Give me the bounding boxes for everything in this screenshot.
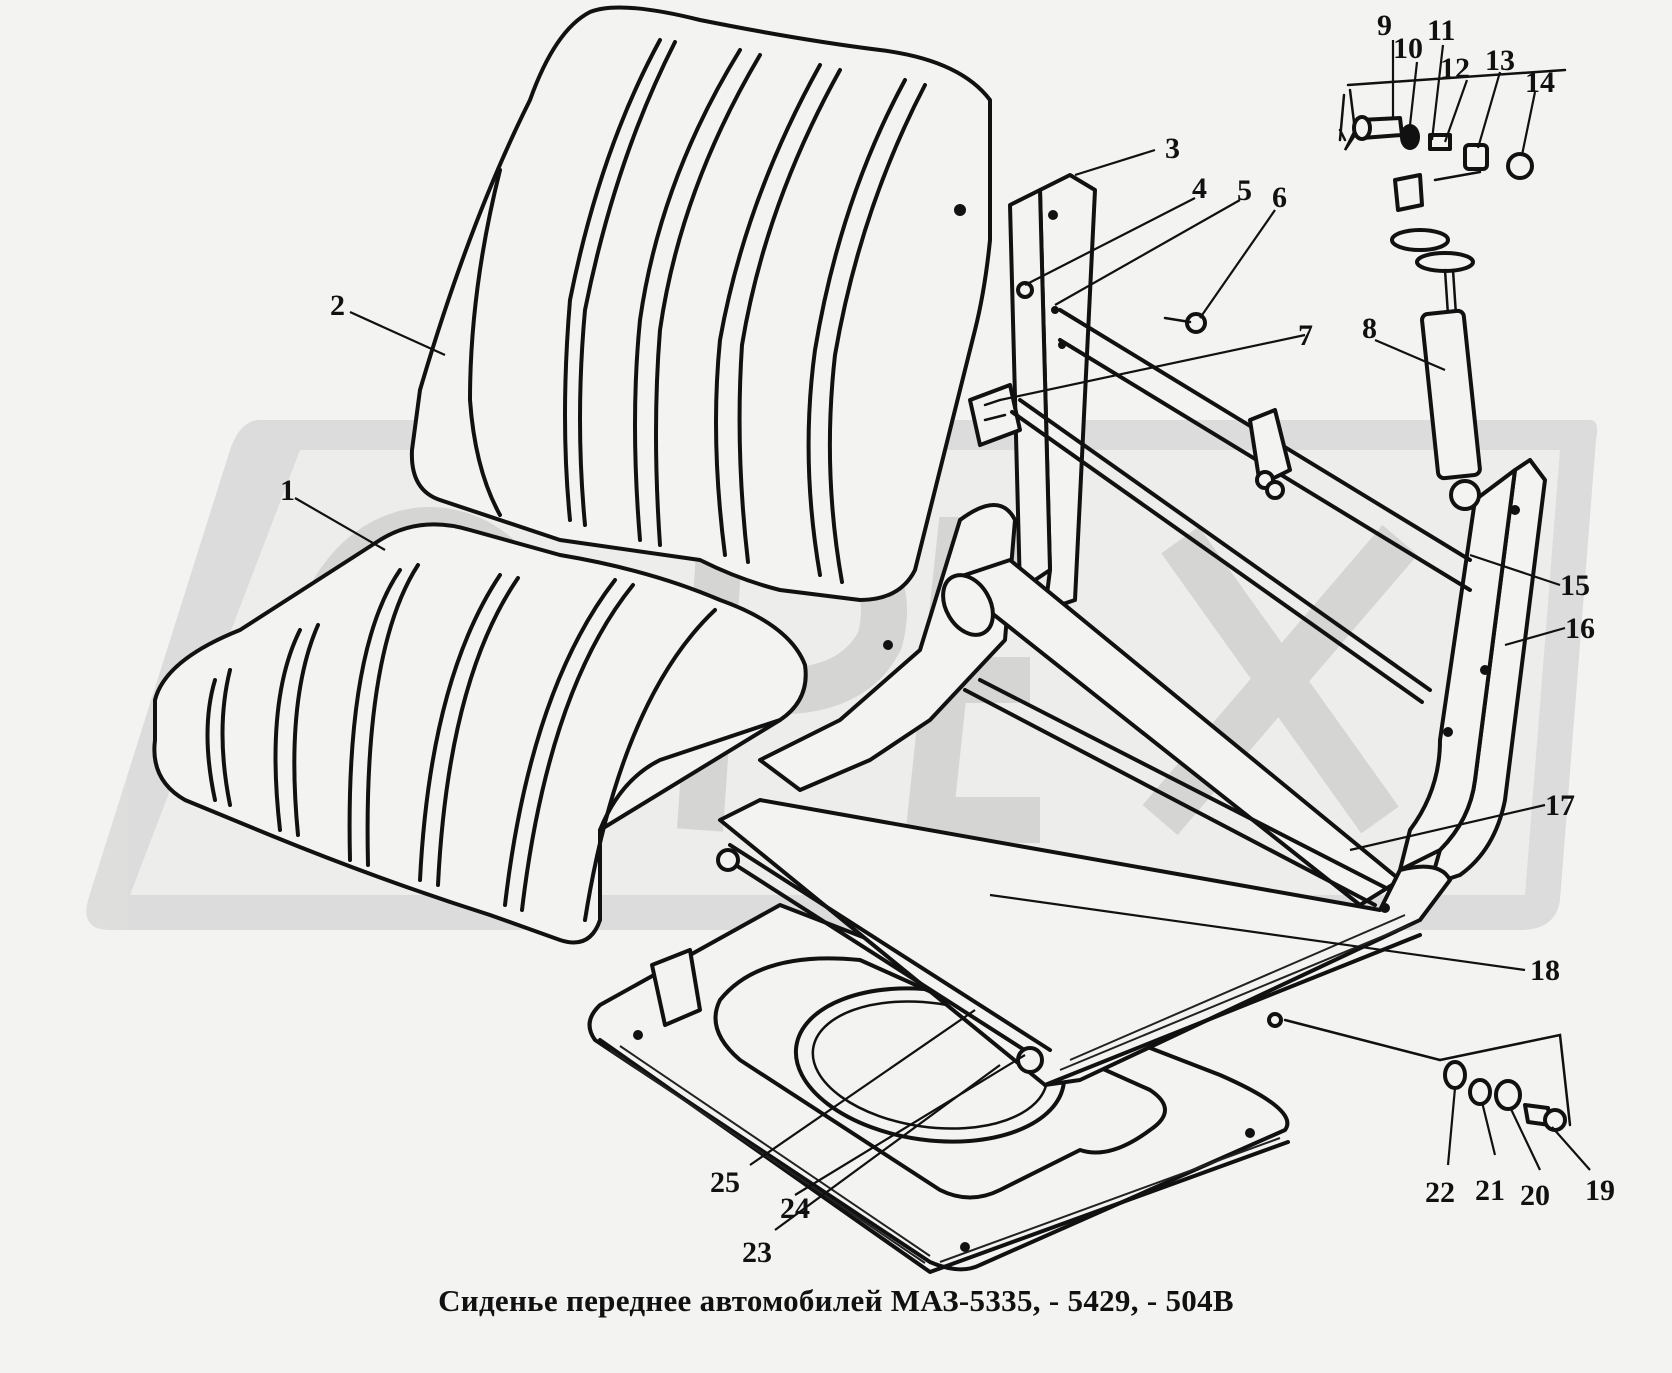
callout-14: 14 [1525, 66, 1555, 99]
fastener-set-top [1338, 68, 1567, 180]
callout-17: 17 [1545, 789, 1575, 822]
callout-12: 12 [1440, 52, 1470, 85]
callout-24: 24 [780, 1192, 810, 1225]
fastener-set-bottom [1163, 312, 1572, 1132]
callout-1: 1 [280, 474, 295, 507]
callout-numbers: 1 2 3 4 5 6 7 8 9 10 11 12 13 14 15 16 1… [280, 9, 1615, 1269]
callout-21: 21 [1475, 1174, 1505, 1207]
callout-11: 11 [1427, 14, 1455, 47]
diagram-caption: Сиденье переднее автомобилей МАЗ-5335, -… [438, 1283, 1234, 1318]
callout-9: 9 [1377, 9, 1392, 42]
callout-25: 25 [710, 1166, 740, 1199]
callout-6: 6 [1272, 181, 1287, 214]
backrest-cushion [409, 5, 992, 602]
callout-23: 23 [742, 1236, 772, 1269]
gas-spring [1390, 170, 1482, 511]
callout-15: 15 [1560, 569, 1590, 602]
seat-frame [716, 173, 1547, 1087]
callout-19: 19 [1585, 1174, 1615, 1207]
callout-20: 20 [1520, 1179, 1550, 1212]
callout-5: 5 [1237, 174, 1252, 207]
callout-4: 4 [1192, 172, 1207, 205]
callout-22: 22 [1425, 1176, 1455, 1209]
callout-7: 7 [1298, 319, 1313, 352]
callout-8: 8 [1362, 312, 1377, 345]
seat-base-plate [587, 862, 1290, 1274]
callout-2: 2 [330, 289, 345, 322]
leader-lines [294, 40, 1591, 1231]
seat-cushion [152, 522, 808, 945]
callout-10: 10 [1393, 32, 1423, 65]
callout-18: 18 [1530, 954, 1560, 987]
callout-13: 13 [1485, 44, 1515, 77]
callout-16: 16 [1565, 612, 1595, 645]
callout-3: 3 [1165, 132, 1180, 165]
